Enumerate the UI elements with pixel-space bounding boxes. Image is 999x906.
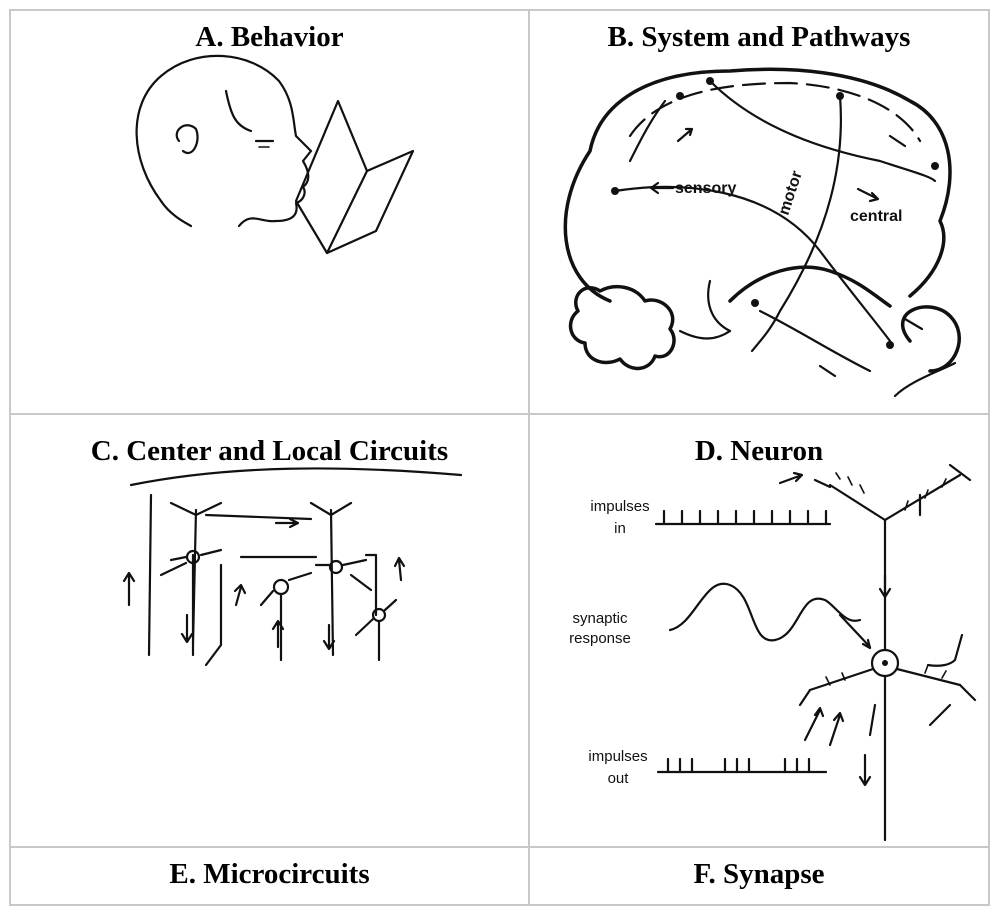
panel-b-system-pathways: B. System and Pathways [528,9,990,415]
neuron-illustration: impulses in synaptic response impulses o… [530,415,988,846]
panel-e-title: E. Microcircuits [11,858,528,891]
label-impulses-in-2: in [614,520,626,537]
panel-f-synapse: F. Synapse [528,846,990,906]
brain-pathways-illustration: sensory motor central [530,11,988,413]
label-sensory: sensory [675,180,736,197]
panel-a-behavior: A. Behavior [9,9,530,415]
label-central: central [850,208,902,225]
label-synaptic-1: synaptic [572,610,628,627]
panel-f-title: F. Synapse [530,858,988,891]
label-impulses-out-1: impulses [588,748,647,765]
label-motor: motor [776,169,806,217]
panel-e-microcircuits: E. Microcircuits [9,846,530,906]
panel-d-neuron: D. Neuron impulses in synaptic response … [528,413,990,848]
label-synaptic-2: response [569,630,631,647]
label-impulses-in-1: impulses [590,498,649,515]
panel-c-center-local-circuits: C. Center and Local Circuits [9,413,530,848]
behavior-illustration [11,11,528,413]
label-impulses-out-2: out [608,770,630,787]
local-circuits-illustration [11,415,528,846]
